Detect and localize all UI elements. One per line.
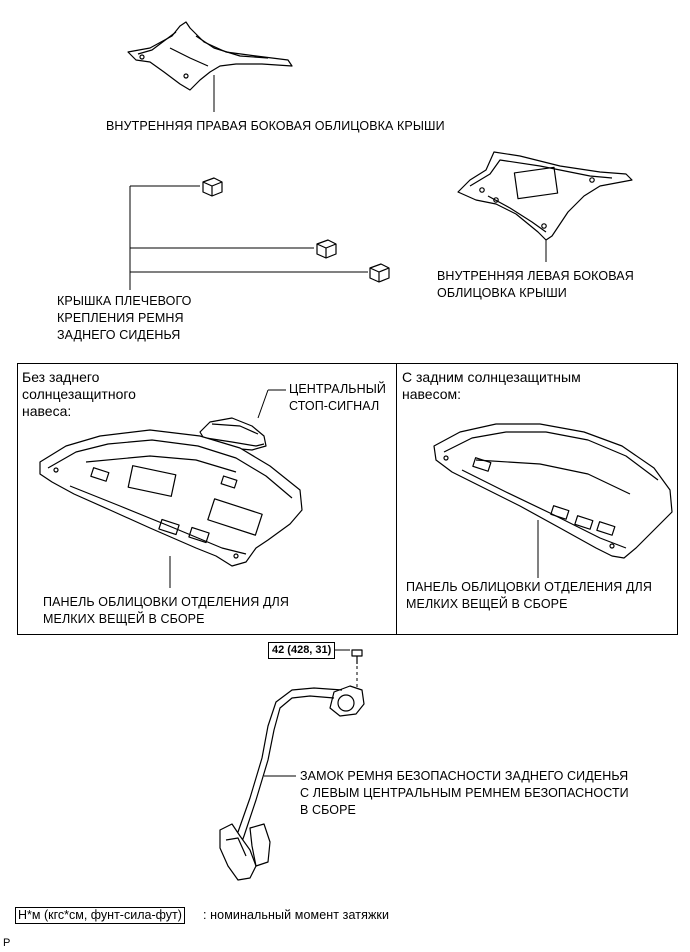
left-roof-side-garnish-part [457, 151, 633, 262]
panel-title-without-shade: Без заднего солнцезащитного навеса: [22, 369, 136, 419]
label-package-tray-with-shade: ПАНЕЛЬ ОБЛИЦОВКИ ОТДЕЛЕНИЯ ДЛЯ МЕЛКИХ ВЕ… [406, 580, 652, 611]
package-tray-without-shade-part [39, 429, 303, 588]
label-center-stop-lamp: ЦЕНТРАЛЬНЫЙ СТОП-СИГНАЛ [289, 382, 386, 413]
package-tray-with-shade-part [433, 423, 673, 578]
panel-with-shade [396, 363, 678, 635]
label-left-roof-side-garnish: ВНУТРЕННЯЯ ЛЕВАЯ БОКОВАЯ ОБЛИЦОВКА КРЫШИ [437, 269, 634, 300]
label-right-roof-side-garnish: ВНУТРЕННЯЯ ПРАВАЯ БОКОВАЯ ОБЛИЦОВКА КРЫШ… [106, 119, 445, 133]
legend-torque-unit: Н*м (кгс*см, фунт-сила-фут) [15, 907, 185, 924]
label-shoulder-belt-cover: КРЫШКА ПЛЕЧЕВОГО КРЕПЛЕНИЯ РЕМНЯ ЗАДНЕГО… [57, 294, 192, 342]
panel-title-with-shade: С задним солнцезащитным навесом: [402, 369, 581, 402]
seat-belt-assembly-part [219, 649, 365, 881]
label-package-tray-without-shade: ПАНЕЛЬ ОБЛИЦОВКИ ОТДЕЛЕНИЯ ДЛЯ МЕЛКИХ ВЕ… [43, 595, 289, 626]
torque-spec: 42 (428, 31) [268, 642, 336, 659]
legend-description: : номинальный момент затяжки [203, 908, 390, 922]
label-seat-belt-assembly: ЗАМОК РЕМНЯ БЕЗОПАСНОСТИ ЗАДНЕГО СИДЕНЬЯ… [300, 769, 629, 817]
shoulder-belt-cover-parts [129, 177, 390, 290]
corner-mark: P [3, 937, 11, 949]
right-roof-side-garnish-part [127, 21, 293, 112]
